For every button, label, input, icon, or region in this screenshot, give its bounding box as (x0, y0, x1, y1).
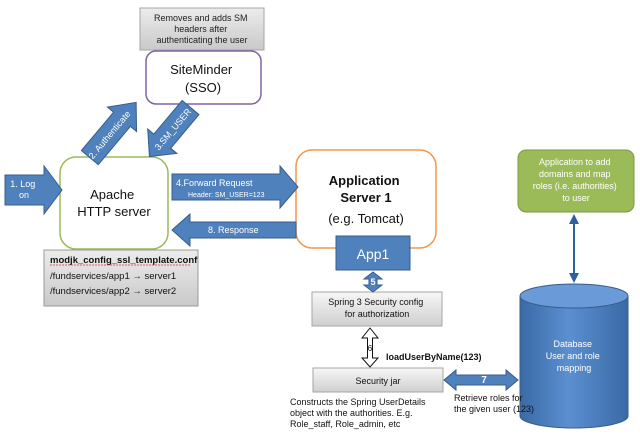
svg-text:Retrieve roles for the g: Retrieve roles for the given user (123) (454, 393, 534, 414)
svg-text:Removes and adds SM head: Removes and adds SM headers after authen… (154, 13, 250, 45)
svg-text:8. Response: 8. Response (208, 225, 259, 235)
svg-text:/fundservices/app2 → server2: /fundservices/app2 → server2 (50, 286, 176, 297)
svg-text:Application to add domai: Application to add domains and map roles… (533, 157, 620, 203)
svg-text:Header: SM_USER=123: Header: SM_USER=123 (188, 192, 265, 199)
arrow-step-6: 6 loadUserByName(123) (360, 327, 482, 368)
svg-text:6: 6 (368, 344, 373, 353)
database-cylinder: Database User and role mapping (519, 283, 629, 429)
arrow-admin-db-link (569, 214, 579, 283)
svg-text:4.Forward Request: 4.Forward Request (176, 178, 253, 188)
svg-text:7: 7 (481, 375, 487, 386)
arrow-step-5: 5 (362, 271, 384, 293)
jar-description-note: Constructs the Spring UserDetails object… (290, 397, 428, 429)
svg-text:loadUserByName(123): loadUserByName(123) (386, 352, 482, 362)
app1-box: App1 (335, 235, 411, 271)
siteminder-note: Removes and adds SM headers after authen… (139, 7, 265, 51)
svg-text:modjk_config_ssl_template.conf: modjk_config_ssl_template.conf (50, 255, 198, 266)
app-server-box: Application Server 1 (e.g. Tomcat) (295, 149, 437, 249)
arrow-forward-request: 4.Forward Request Header: SM_USER=123 (171, 164, 299, 210)
svg-text:Database User and role: Database User and role mapping (546, 339, 603, 373)
modjk-config-box: modjk_config_ssl_template.conf /fundserv… (43, 249, 199, 307)
svg-text:(e.g. Tomcat): (e.g. Tomcat) (328, 211, 404, 226)
svg-text:5: 5 (370, 277, 375, 287)
svg-text:App1: App1 (357, 246, 390, 262)
spring-security-box: Spring 3 Security config for authorizati… (311, 291, 443, 327)
svg-text:/fundservices/app1 → server1: /fundservices/app1 → server1 (50, 271, 176, 282)
svg-text:Application Server 1: Application Server 1 (329, 173, 403, 205)
arrow-log-on: 1. Log on (4, 164, 63, 216)
admin-application-box: Application to add domains and map roles… (517, 149, 635, 213)
siteminder-box: SiteMinder (SSO) (145, 50, 262, 105)
svg-text:Apache HTTP server: Apache HTTP server (77, 187, 151, 219)
arrow-response: 8. Response (171, 212, 297, 248)
svg-text:Security jar: Security jar (355, 376, 400, 386)
arrow-step-7: 7 Retrieve roles for the given user (123… (443, 368, 534, 414)
svg-text:1. Log on: 1. Log on (10, 179, 38, 200)
svg-text:SiteMinder (SSO): SiteMinder (SSO) (170, 62, 236, 95)
apache-box: Apache HTTP server (59, 156, 169, 250)
svg-text:Constructs the Spring UserDeta: Constructs the Spring UserDetails object… (290, 397, 428, 429)
security-jar-box: Security jar (312, 367, 444, 393)
svg-text:Spring 3 Security config: Spring 3 Security config for authorizati… (328, 297, 426, 319)
